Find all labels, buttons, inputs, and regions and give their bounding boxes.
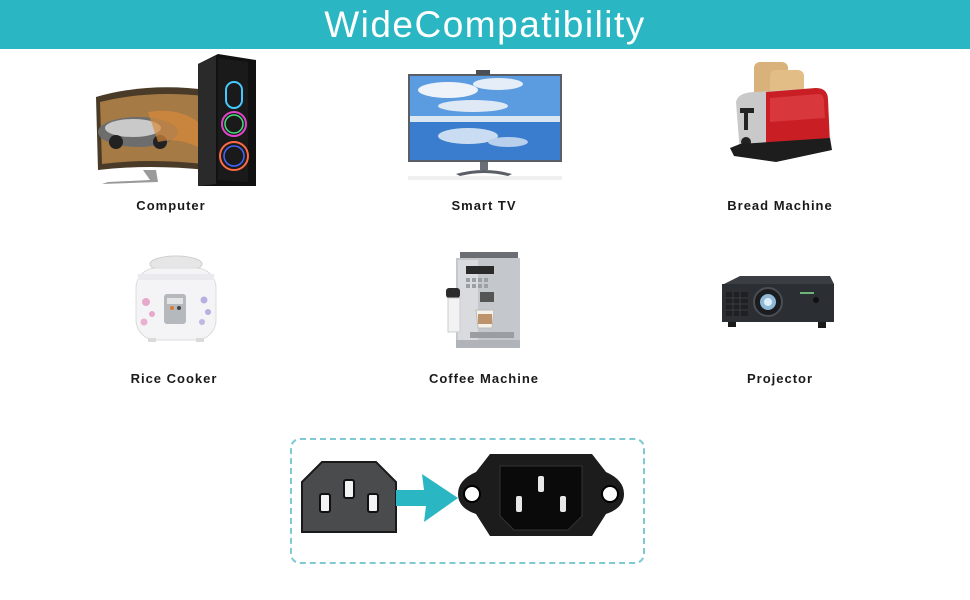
device-label-rice-cooker: Rice Cooker xyxy=(130,371,218,386)
device-label-bread-machine: Bread Machine xyxy=(727,198,833,213)
smart-tv-image xyxy=(408,70,562,180)
iec-c13-plug-icon xyxy=(301,461,397,533)
header-banner: WideCompatibility xyxy=(0,0,970,49)
device-smart-tv xyxy=(408,70,562,180)
iec-c14-socket xyxy=(456,452,626,538)
device-bread-machine xyxy=(726,58,834,170)
coffee-machine-image xyxy=(446,252,520,348)
device-label-smart-tv: Smart TV xyxy=(451,198,517,213)
device-computer xyxy=(88,52,260,190)
iec-c14-socket-icon xyxy=(458,454,624,536)
arrow-right-icon xyxy=(396,474,458,522)
device-rice-cooker xyxy=(132,252,220,344)
device-label-coffee-machine: Coffee Machine xyxy=(428,371,540,386)
toaster-image xyxy=(730,62,832,162)
rice-cooker-image xyxy=(135,255,217,342)
device-projector xyxy=(718,276,836,330)
device-coffee-machine xyxy=(446,252,524,350)
projector-image xyxy=(722,276,834,328)
computer-image xyxy=(96,54,256,186)
iec-c13-plug xyxy=(300,460,398,534)
arrow-right xyxy=(396,474,458,522)
device-label-computer: Computer xyxy=(136,198,206,213)
page-title: WideCompatibility xyxy=(324,3,646,45)
device-label-projector: Projector xyxy=(746,371,814,386)
connector-diagram xyxy=(290,438,645,564)
